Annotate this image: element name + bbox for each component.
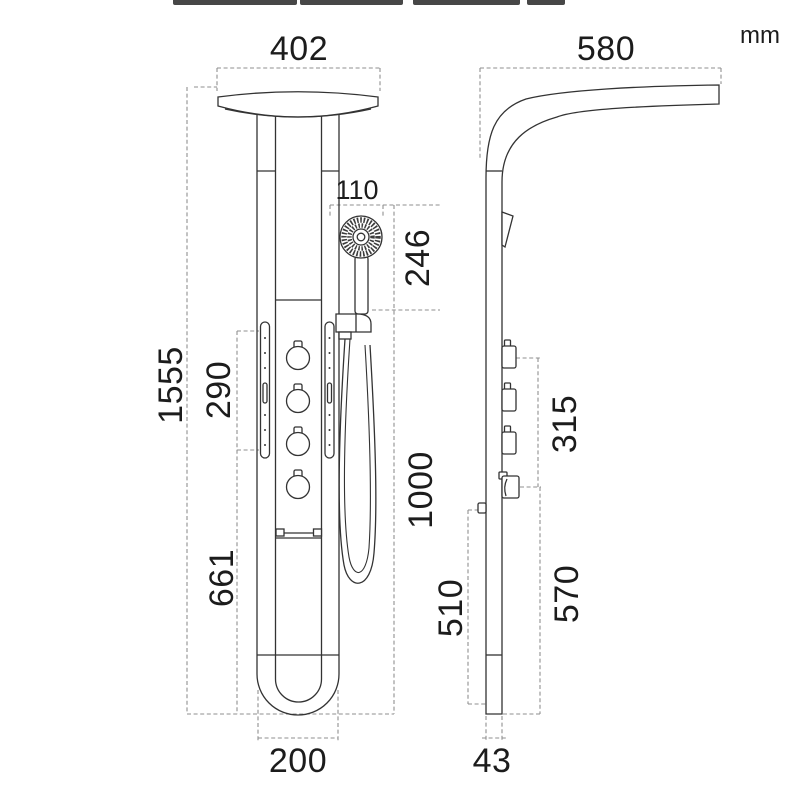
disc-rim <box>224 108 372 118</box>
dim-lower-mount-height: 510 <box>432 579 470 637</box>
shower-hose <box>338 338 377 584</box>
dim-arm-depth: 580 <box>577 30 635 68</box>
dimension-labels: 402 580 mm 110 246 1555 290 1000 661 200… <box>152 22 780 780</box>
dim-hand-shower-width: 110 <box>335 175 378 205</box>
overhead-shower-disc <box>217 91 379 118</box>
hand-shower-holder <box>335 313 372 333</box>
mount-tab <box>477 502 487 514</box>
dim-total-height: 1555 <box>152 346 190 424</box>
unit-label: mm <box>740 22 780 49</box>
dim-valve-group-height: 315 <box>546 395 584 453</box>
cropped-text-artifact <box>173 0 297 5</box>
dim-hose-drop-height: 1000 <box>402 451 440 529</box>
cropped-text-artifact <box>300 0 403 5</box>
panel-bracket <box>312 528 323 537</box>
cropped-text-artifact <box>527 0 565 5</box>
dim-head-width: 402 <box>270 30 328 68</box>
diverter-profile <box>498 471 520 499</box>
dimension-lines <box>186 67 722 742</box>
front-view <box>217 91 383 716</box>
side-profile-outline <box>485 84 720 715</box>
knob-profiles <box>501 339 517 455</box>
spout-profile <box>501 211 514 249</box>
side-view <box>477 84 720 715</box>
dim-hand-shower-height: 246 <box>399 229 437 287</box>
control-knobs <box>285 340 311 500</box>
dim-panel-depth: 43 <box>473 742 512 780</box>
dim-base-width: 200 <box>269 742 327 780</box>
hand-shower-handle <box>354 255 369 315</box>
hand-shower <box>335 215 383 340</box>
panel-outer-outline <box>256 110 340 716</box>
body-jet-strip-right <box>324 321 335 459</box>
dim-lower-body-height-front: 661 <box>203 549 241 607</box>
panel-inner-outline <box>274 110 323 703</box>
dim-lower-body-height-side: 570 <box>548 565 586 623</box>
hose-fitting <box>338 331 352 340</box>
body-jet-strip-left <box>259 321 271 459</box>
dim-jet-panel-height: 290 <box>200 361 238 419</box>
panel-bracket <box>275 528 285 537</box>
cropped-text-artifact <box>413 0 520 5</box>
